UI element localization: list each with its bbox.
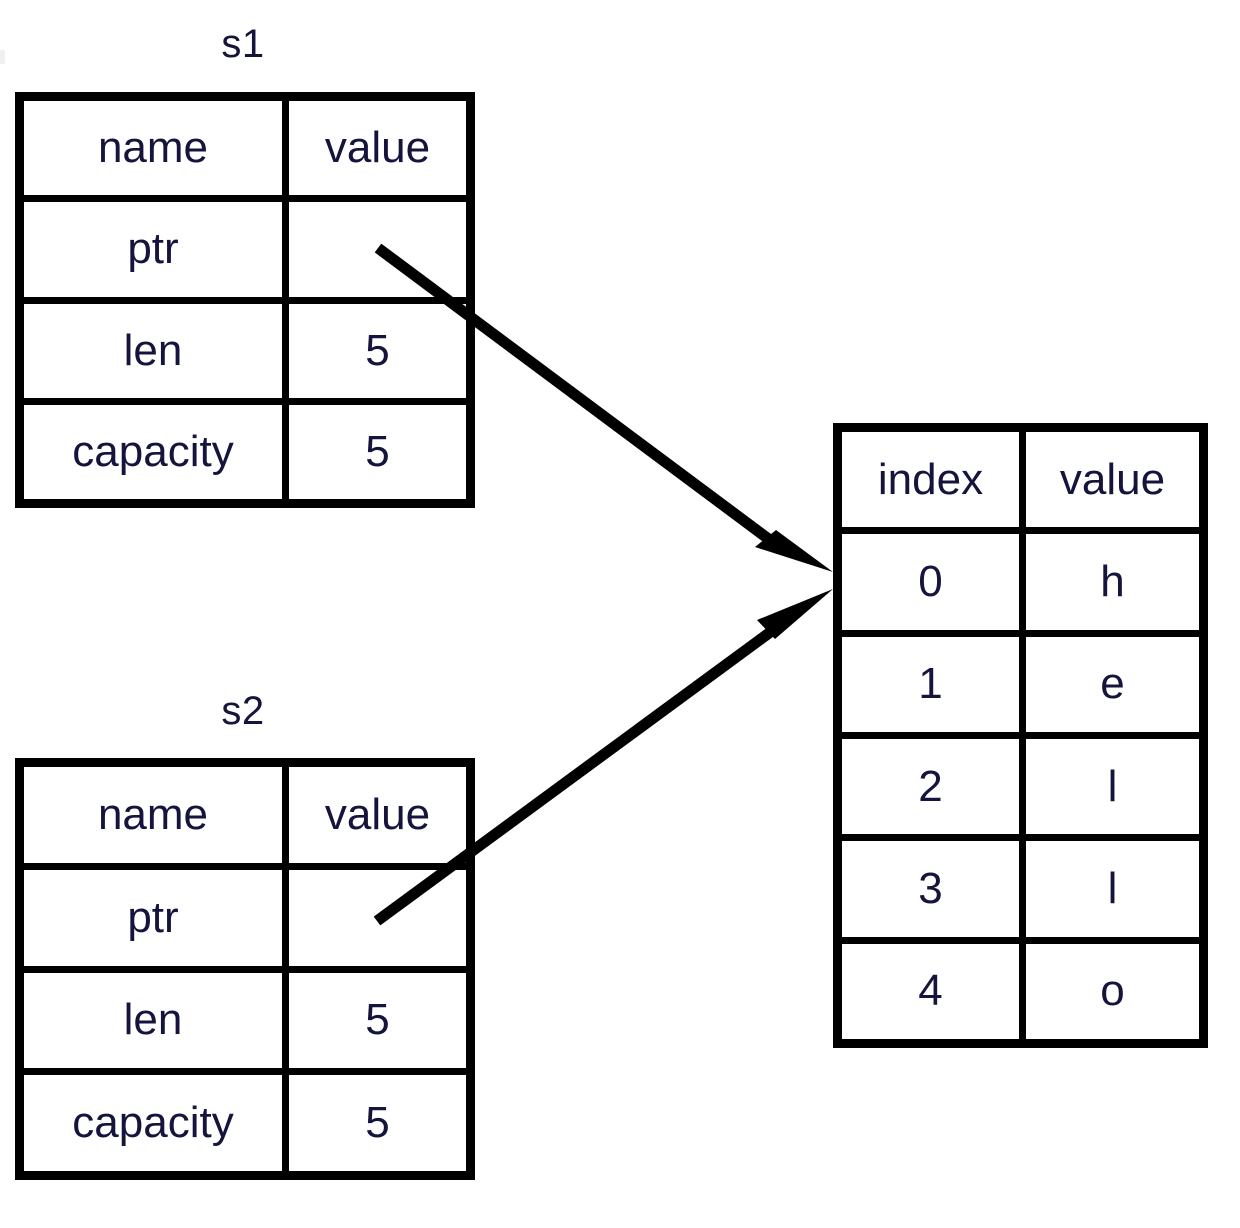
array-index-1: 1 bbox=[842, 636, 1026, 732]
struct-title-s2: s2 bbox=[221, 689, 265, 733]
array-index-4: 4 bbox=[842, 943, 1026, 1039]
header-cell-value: value bbox=[1059, 454, 1166, 504]
field-value-ptr bbox=[289, 202, 466, 296]
table-row: 1 e bbox=[842, 636, 1199, 739]
table-row: 0 h bbox=[842, 534, 1199, 637]
field-name-len: len bbox=[24, 303, 289, 398]
struct-title-s1: s1 bbox=[221, 22, 265, 66]
field-name-ptr: ptr bbox=[24, 869, 289, 966]
table-header-row: name value bbox=[24, 767, 466, 870]
field-value-capacity: 5 bbox=[365, 1098, 390, 1148]
field-name-capacity: capacity bbox=[24, 404, 289, 499]
table-row: ptr bbox=[24, 869, 466, 973]
header-cell-value: value bbox=[324, 789, 431, 839]
field-value-len: 5 bbox=[365, 325, 390, 375]
field-value-len: 5 bbox=[365, 995, 390, 1045]
table-row: 4 o bbox=[842, 943, 1199, 1039]
array-value-3: l bbox=[1107, 863, 1118, 913]
table-row: capacity 5 bbox=[24, 404, 466, 499]
struct-table-s2: name value ptr len 5 capacity 5 bbox=[15, 758, 475, 1180]
field-value-ptr bbox=[289, 870, 466, 966]
table-row: 3 l bbox=[842, 841, 1199, 944]
array-index-2: 2 bbox=[842, 738, 1026, 835]
field-value-capacity: 5 bbox=[365, 426, 390, 476]
table-row: capacity 5 bbox=[24, 1075, 466, 1171]
header-cell-index: index bbox=[842, 432, 1026, 528]
header-cell-name: name bbox=[24, 101, 289, 196]
edge-artifact bbox=[0, 50, 5, 64]
array-value-2: l bbox=[1107, 761, 1118, 811]
table-row: len 5 bbox=[24, 303, 466, 405]
table-header-row: index value bbox=[842, 432, 1199, 535]
field-name-capacity: capacity bbox=[24, 1075, 289, 1171]
header-cell-value: value bbox=[324, 123, 431, 173]
array-index-0: 0 bbox=[842, 534, 1026, 630]
table-row: ptr bbox=[24, 202, 466, 304]
array-table-heap: index value 0 h 1 e 2 l 3 l 4 o bbox=[833, 423, 1208, 1048]
struct-table-s1: name value ptr len 5 capacity 5 bbox=[15, 92, 475, 508]
table-row: len 5 bbox=[24, 972, 466, 1076]
header-cell-name: name bbox=[24, 767, 289, 863]
field-name-ptr: ptr bbox=[24, 202, 289, 297]
array-value-4: o bbox=[1100, 966, 1125, 1016]
array-value-0: h bbox=[1100, 556, 1125, 606]
array-value-1: e bbox=[1100, 659, 1125, 709]
table-row: 2 l bbox=[842, 738, 1199, 842]
table-header-row: name value bbox=[24, 101, 466, 203]
field-name-len: len bbox=[24, 972, 289, 1069]
array-index-3: 3 bbox=[842, 841, 1026, 937]
